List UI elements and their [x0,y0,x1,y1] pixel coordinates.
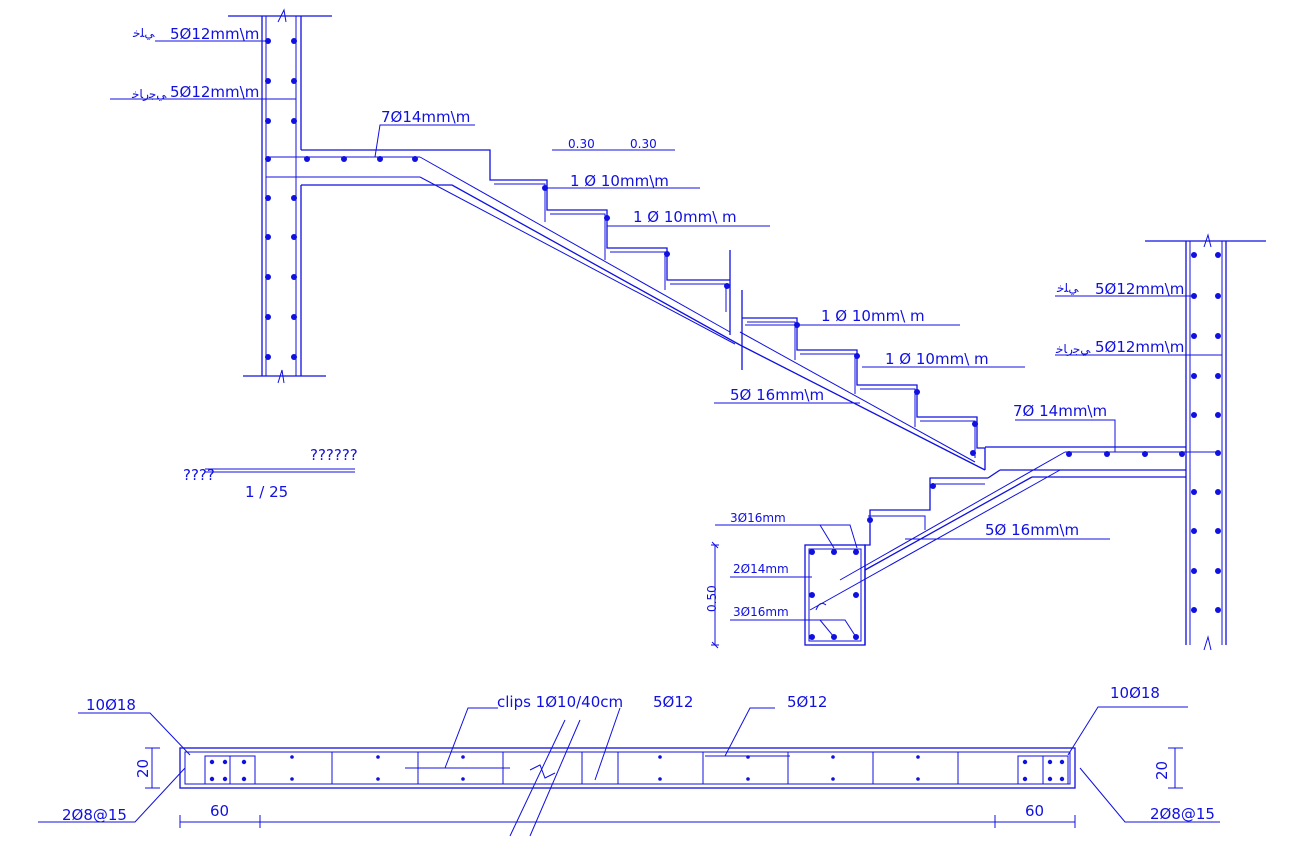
left-wall [228,8,332,384]
step-bar-label-1: 1 Ø 10mm\m [570,172,669,190]
left-wall-top-prefix: ﻲﻠﺧ [132,26,155,40]
right-wall-mid-label: 5Ø12mm\m [1095,338,1184,356]
lower-landing-rebar-dots [867,451,1185,523]
step-dim-1: 0.30 [568,137,595,151]
beam-top-label: 3Ø16mm [730,511,786,525]
upper-landing-label: 7Ø14mm\m [381,108,470,126]
lower-landing [809,446,1220,645]
leader-lines [110,40,1222,638]
beam-mid-label: 2Ø14mm [733,562,789,576]
title-underline [205,468,355,473]
upper-landing-and-flight [266,149,743,370]
footing-left-bottom-label: 2Ø8@15 [62,806,127,824]
footing-height-left: 20 [134,759,152,778]
footing-height-right: 20 [1153,761,1171,780]
beam-height-label: 0.50 [705,585,719,612]
stair-beam [711,541,866,649]
footing-clips-label: clips 1Ø10/40cm [497,693,623,711]
footing-dimensions [38,706,1220,828]
lower-landing-label: 7Ø 14mm\m [1013,402,1107,420]
footing-rebar-dots [209,755,1065,782]
step-bar-label-2: 1 Ø 10mm\ m [633,208,737,226]
upper-flight-rebar-dots [304,156,730,289]
lower-flight-label: 5Ø 16mm\m [985,521,1079,539]
left-wall-mid-prefix: ﻲﺟﺭﺎﺧ [131,87,167,102]
lower-flight [739,317,986,471]
left-wall-top-label: 5Ø12mm\m [170,25,259,43]
right-wall-rebar-dots [1191,252,1221,613]
step-bar-label-4: 1 Ø 10mm\ m [885,350,989,368]
right-wall-top-label: 5Ø12mm\m [1095,280,1184,298]
lower-flight-rebar-dots [794,322,978,456]
step-dim-2: 0.30 [630,137,657,151]
footing-mid-label-1: 5Ø12 [653,693,693,711]
title-line-2: ???? [183,466,215,484]
step-bar-label-3: 1 Ø 10mm\ m [821,307,925,325]
beam-rebar-dots [809,549,859,640]
right-wall-mid-prefix: ﻲﺟﺭﺎﺧ [1055,342,1091,357]
footing-left-top-label: 10Ø18 [86,696,136,714]
left-wall-mid-label: 5Ø12mm\m [170,83,259,101]
footing-right-top-label: 10Ø18 [1110,684,1160,702]
scale-label: 1 / 25 [245,483,288,501]
flight-main-label: 5Ø 16mm\m [730,386,824,404]
drawing-labels: ﻲﻠﺧ 5Ø12mm\m ﻲﺟﺭﺎﺧ 5Ø12mm\m 7Ø14mm\m 0.3… [131,25,1184,619]
left-wall-rebar-dots [265,38,297,360]
footing-mid-label-2: 5Ø12 [787,693,827,711]
footing-width-right: 60 [1025,802,1044,820]
footing-width-left: 60 [210,802,229,820]
footing-section [179,719,1076,837]
right-wall [1145,233,1266,651]
title-line-1: ?????‌? [310,446,358,464]
footing-right-bottom-label: 2Ø8@15 [1150,805,1215,823]
beam-bot-label: 3Ø16mm [733,605,789,619]
footing-labels: 10Ø18 10Ø18 clips 1Ø10/40cm 5Ø12 5Ø12 2Ø… [62,684,1215,824]
right-wall-top-prefix: ﻲﻠﺧ [1056,281,1079,295]
